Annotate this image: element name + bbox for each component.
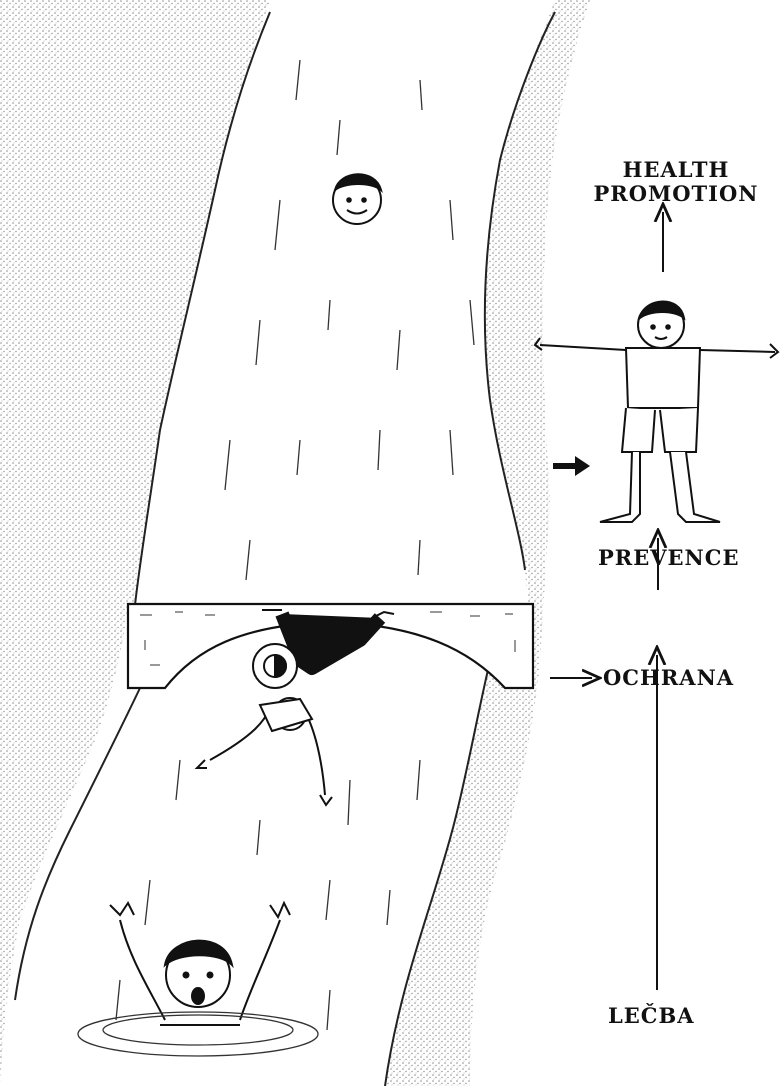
prevence-label: PREVENCE [598, 545, 739, 570]
right-riverbank [385, 0, 590, 1086]
health-promotion-line2: PROMOTION [586, 182, 766, 206]
drowning-child [110, 903, 290, 1025]
bold-arrow-to-figure [553, 456, 590, 476]
water-ripples [78, 1012, 318, 1056]
lecba-label: LEČBA [608, 1003, 695, 1028]
health-promotion-label: HEALTH PROMOTION [586, 158, 766, 206]
healthy-child-figure [535, 301, 778, 522]
health-promotion-line1: HEALTH [586, 158, 766, 182]
falling-child [197, 698, 332, 805]
ochrana-label: OCHRANA [603, 665, 734, 690]
left-riverbank [0, 0, 270, 1086]
floating-child-head [333, 174, 381, 224]
